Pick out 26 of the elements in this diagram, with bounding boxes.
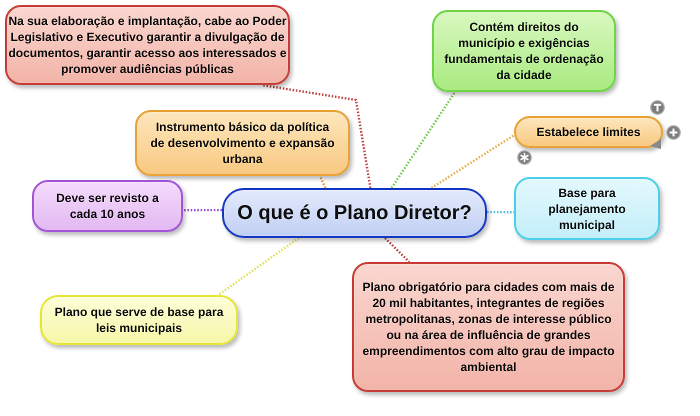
topic-box: [32, 180, 183, 232]
topic-text: Deve ser revisto a cada 10 anos: [55, 190, 160, 222]
dotted-connector: [390, 91, 456, 189]
dotted-connector: [218, 237, 300, 296]
dotted-connector: [486, 210, 514, 214]
topic-box: [514, 116, 663, 148]
topic-text: Base para planejamento municipal: [547, 184, 627, 232]
topic-text: Plano que serve de base para leis municipais: [54, 304, 224, 336]
dotted-connector: [261, 84, 372, 188]
topic-box: [5, 5, 290, 85]
topic-text: Estabelece limites: [535, 124, 642, 140]
topic-text: Instrumento básico da política de desenvolvimento e expansão urbana: [149, 119, 336, 167]
central-topic-box: [222, 188, 487, 238]
topic-box: [352, 262, 625, 392]
topic-box: [40, 295, 238, 345]
topic-text: Na sua elaboração e implantação, cabe ao Poder Legislativo e Executivo garantir a divulgação de documentos, garantir acesso aos interessados e promover audiências públicas: [8, 13, 288, 77]
topic-box: [135, 110, 350, 176]
dotted-connector: [318, 176, 326, 188]
dotted-connector: [384, 237, 410, 263]
dotted-connector: [430, 134, 515, 190]
topic-text: Contém direitos do município e exigências fundamentais de ordenação da cidade: [444, 19, 604, 83]
dotted-connector: [183, 208, 222, 212]
central-topic-text: O que é o Plano Diretor?: [236, 201, 473, 225]
topic-text: Plano obrigatório para cidades com mais de 20 mil habitantes, integrantes de regiões metropolitanas, zonas de interesse público ou na área de influência de grandes empreendimentos com alto grau de impacto ambiental: [361, 279, 616, 375]
topic-box: [432, 10, 616, 92]
topic-box: [514, 177, 660, 240]
